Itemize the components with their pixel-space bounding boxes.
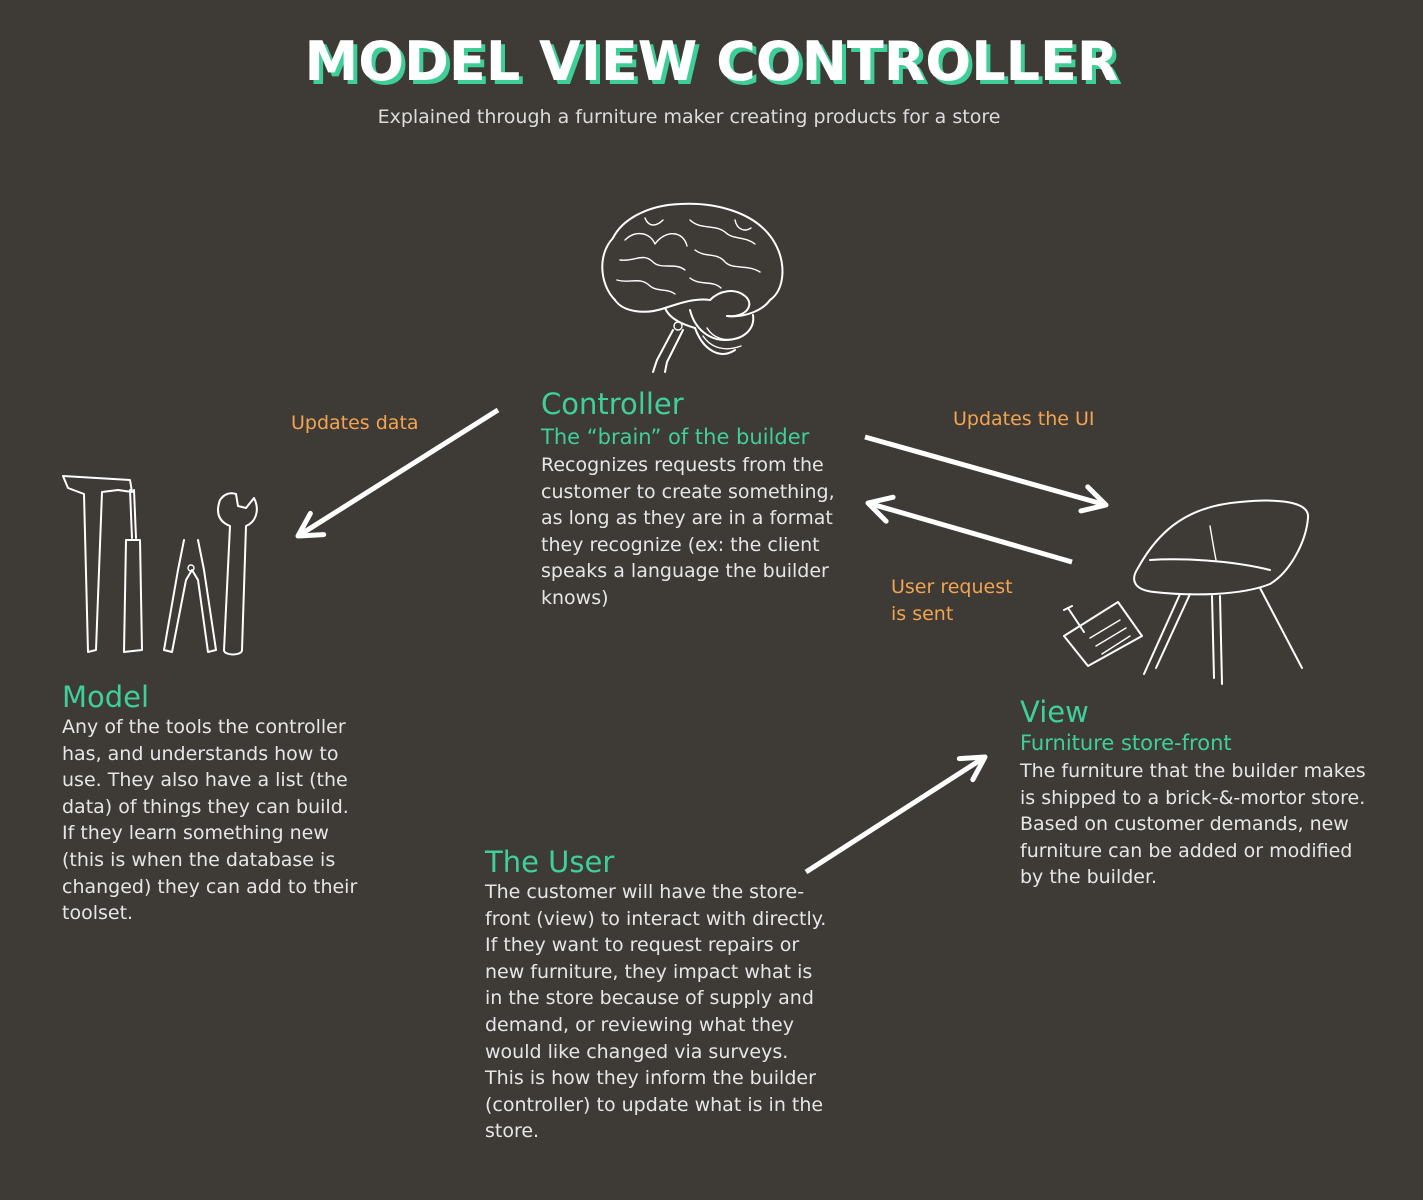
view-heading: View bbox=[1020, 695, 1089, 729]
label-user-request-1: User request bbox=[891, 576, 1013, 598]
controller-heading: Controller bbox=[541, 387, 684, 421]
user-heading: The User bbox=[485, 845, 615, 879]
model-body: Any of the tools the controller has, and… bbox=[62, 716, 358, 925]
tools-icon bbox=[62, 475, 258, 656]
view-body: The furniture that the builder makes is … bbox=[1020, 760, 1366, 889]
label-updates-data: Updates data bbox=[291, 412, 419, 434]
model-heading: Model bbox=[62, 680, 150, 714]
chair-icon bbox=[1133, 499, 1310, 685]
arrow-controller-to-model bbox=[295, 407, 500, 539]
controller-subheading: The “brain” of the builder bbox=[541, 425, 810, 449]
page-subtitle: Explained through a furniture maker crea… bbox=[377, 106, 1001, 128]
label-updates-ui: Updates the UI bbox=[953, 408, 1095, 430]
arrow-view-to-controller bbox=[865, 494, 1073, 565]
label-user-request-2: is sent bbox=[891, 603, 954, 625]
brain-icon bbox=[601, 202, 784, 373]
controller-body: Recognizes requests from the customer to… bbox=[541, 454, 835, 609]
user-body: The customer will have the store-front (… bbox=[485, 881, 827, 1143]
view-subheading: Furniture store-front bbox=[1020, 731, 1232, 755]
arrow-user-to-view bbox=[804, 754, 988, 875]
arrow-controller-to-view bbox=[864, 434, 1109, 514]
page-title: MODEL VIEW CONTROLLER bbox=[304, 30, 1119, 93]
document-icon bbox=[1063, 601, 1143, 667]
